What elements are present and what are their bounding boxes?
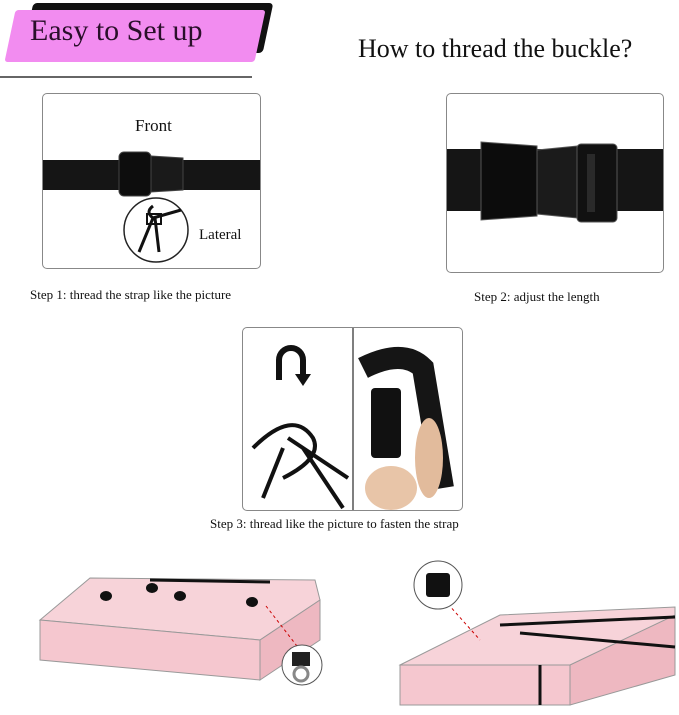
divider (0, 76, 252, 78)
thread-strap-illustration (251, 328, 454, 510)
buckle-front-illustration (43, 151, 260, 263)
step2-caption: Step 2: adjust the length (474, 289, 600, 304)
step1-caption: Step 1: thread the strap like the pictur… (30, 287, 232, 302)
buckle-side-illustration (447, 141, 663, 223)
step3-panel (242, 327, 463, 511)
banner-label: Easy to Set up (30, 14, 203, 47)
step1-panel: Front Lateral (42, 93, 261, 269)
bed-with-straps-illustration (38, 577, 323, 686)
lateral-label: Lateral (199, 227, 242, 243)
step3-caption: Step 3: thread like the picture to faste… (210, 516, 459, 531)
step2-panel (446, 93, 664, 273)
page-title: How to thread the buckle? (358, 34, 633, 63)
bed-buckle-illustration (398, 560, 676, 706)
front-label: Front (135, 116, 172, 135)
